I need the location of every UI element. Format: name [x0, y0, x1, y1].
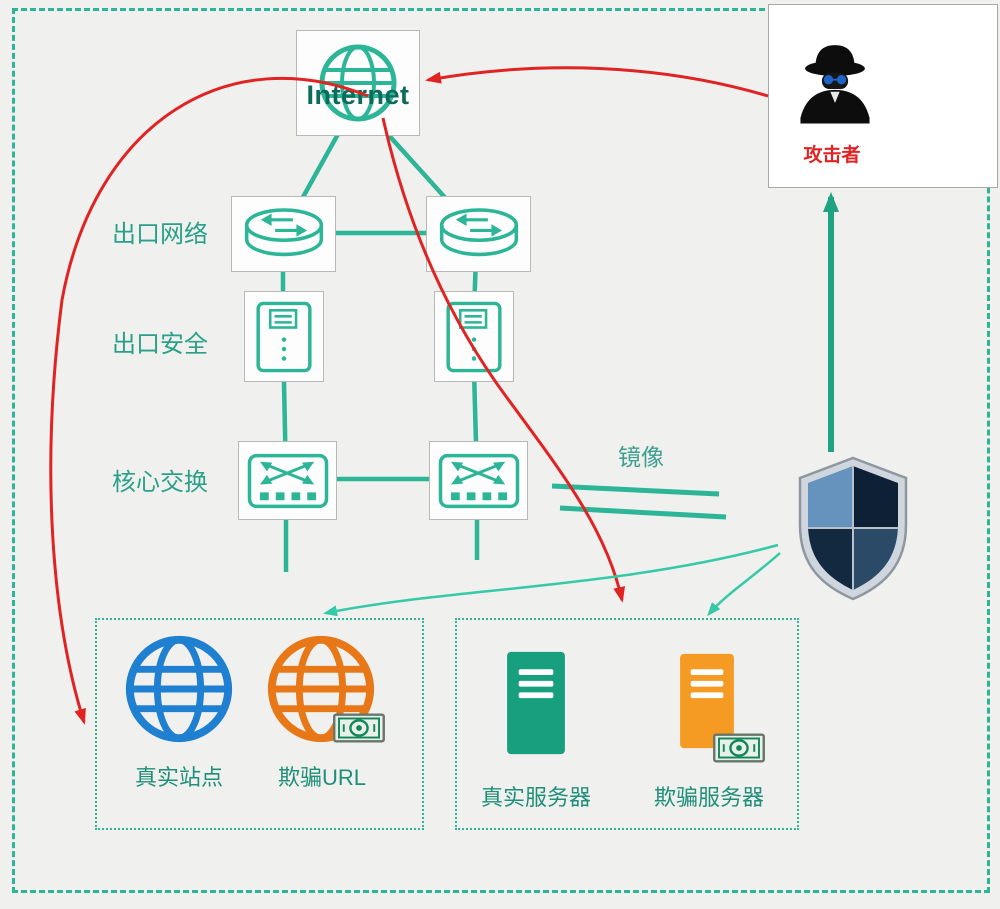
router-node-left [231, 196, 336, 272]
money-icon [333, 713, 385, 743]
fake-server-icon [680, 653, 734, 749]
router-icon [244, 208, 323, 257]
row-label-egress-security: 出口安全 [112, 331, 208, 358]
security-shield-icon [798, 456, 908, 601]
real-site-globe-icon [125, 635, 233, 743]
deception-arrow-shield-to-web-group [323, 543, 779, 617]
real-site-label: 真实站点 [134, 765, 223, 790]
security-node-right [434, 291, 514, 382]
internet-label: Internet [306, 80, 410, 110]
router-node-right [426, 196, 531, 272]
mirror-label: 镜像 [618, 444, 664, 470]
attacker-label: 攻击者 [803, 145, 861, 166]
mirror-lines [551, 483, 727, 520]
security-node-left [244, 291, 324, 382]
fake-url-label: 欺骗URL [277, 765, 366, 790]
row-label-egress-network: 出口网络 [112, 221, 208, 248]
fake-server-label: 欺骗服务器 [653, 785, 764, 810]
switch-icon [438, 453, 519, 508]
switch-node-right [429, 441, 528, 520]
row-label-core-switch: 核心交换 [112, 469, 208, 496]
servers-group [455, 618, 799, 830]
security-server-icon [446, 301, 502, 372]
real-server-icon [507, 651, 565, 755]
deception-arrow-shield-to-fake-server [707, 552, 781, 617]
router-icon [439, 208, 518, 257]
switch-icon [247, 453, 328, 508]
attack-arrow-attacker-to-internet [425, 66, 769, 98]
attacker-panel [768, 4, 998, 188]
attacker-spy-icon [800, 45, 870, 124]
money-icon [713, 733, 765, 763]
real-server-label: 真实服务器 [480, 785, 591, 810]
security-server-icon [256, 301, 312, 372]
switch-node-left [238, 441, 337, 520]
